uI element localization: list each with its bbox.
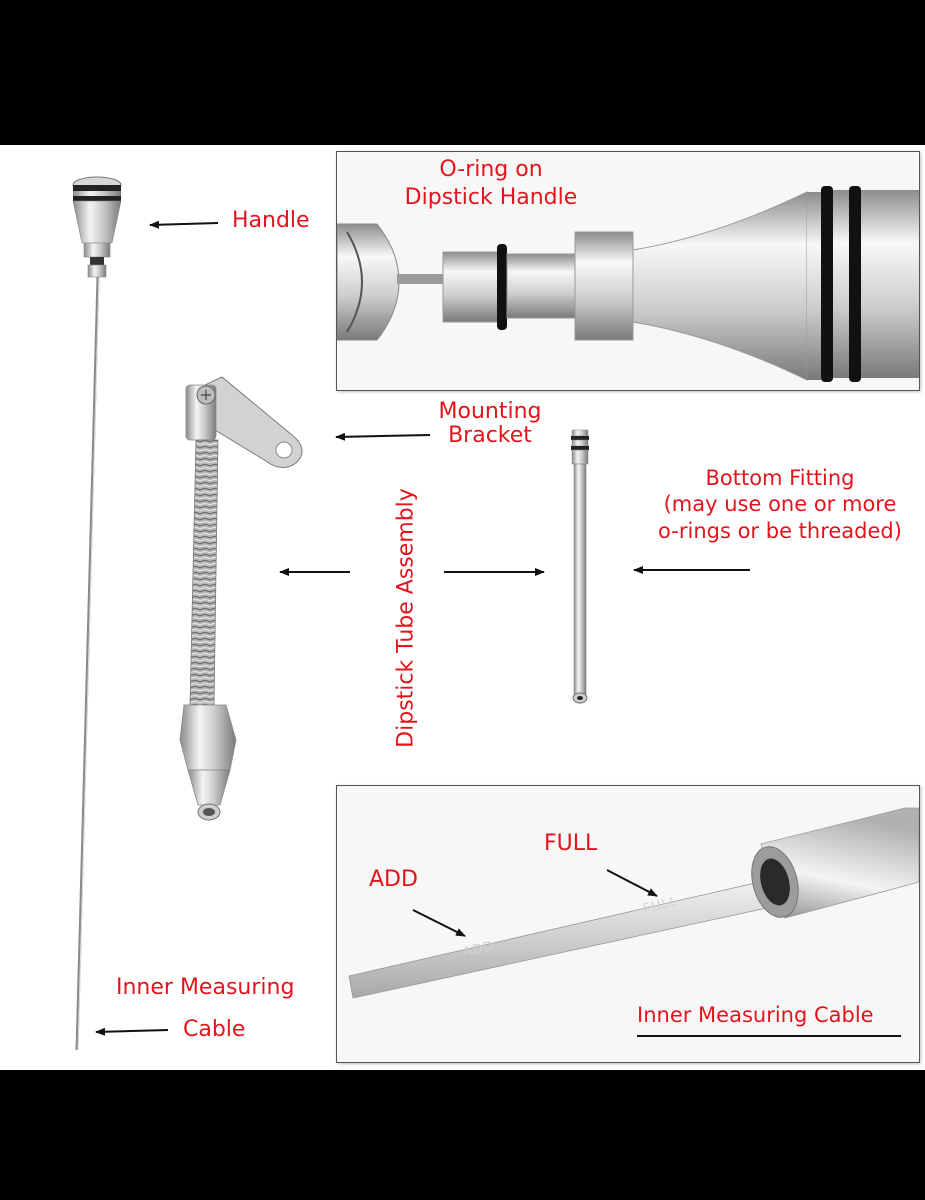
diagram-canvas: O-ring on Dipstick Handle <box>0 145 925 1070</box>
full-arrow <box>606 869 658 897</box>
bottom-label-line2: (may use one or more <box>663 492 897 517</box>
dipstick-cable-highlight <box>77 276 100 1051</box>
mounting-label-line1: Mounting <box>438 399 542 424</box>
oring-label-line1: O-ring on <box>439 157 543 182</box>
bottom-label-line3: o-rings or be threaded) <box>658 518 902 543</box>
dipstick-handle <box>72 176 122 278</box>
add-label: ADD <box>369 867 418 892</box>
bottom-fitting-tube <box>571 429 589 704</box>
handle-label: Handle <box>232 208 310 233</box>
measuring-cable-panel: FULL ADD FULL ADD Inner Measuring Cable <box>336 785 920 1063</box>
inner-cable-arrow <box>95 1027 169 1036</box>
inner-measuring-cable-label: Inner Measuring Cable <box>637 1003 874 1027</box>
oring-label-line2: Dipstick Handle <box>404 184 578 210</box>
oring-closeup-panel: O-ring on Dipstick Handle <box>336 151 920 391</box>
oring-closeup-illustration <box>337 186 919 382</box>
measuring-cable-illustration <box>348 807 919 1037</box>
bottom-fitting-label: Bottom Fitting (may use one or more o-ri… <box>640 465 920 544</box>
mounting-label-line2: Bracket <box>448 422 532 448</box>
mounting-bracket-label: Mounting Bracket <box>428 400 552 448</box>
inner-measuring-label-line2: Cable <box>183 1017 246 1042</box>
mounting-bracket-arrow <box>335 432 431 441</box>
tube-assembly-label: Dipstick Tube Assembly <box>393 488 419 748</box>
oring-label: O-ring on Dipstick Handle <box>393 156 589 211</box>
dipstick-illustration <box>72 176 750 1051</box>
dipstick-cable <box>75 276 100 1051</box>
inner-measuring-label-line1: Inner Measuring <box>116 975 295 1000</box>
add-arrow <box>412 909 466 937</box>
bottom-label-line1: Bottom Fitting <box>705 466 855 490</box>
dipstick-tube-assembly <box>179 376 303 821</box>
full-label: FULL <box>544 831 598 856</box>
handle-arrow <box>149 220 219 229</box>
